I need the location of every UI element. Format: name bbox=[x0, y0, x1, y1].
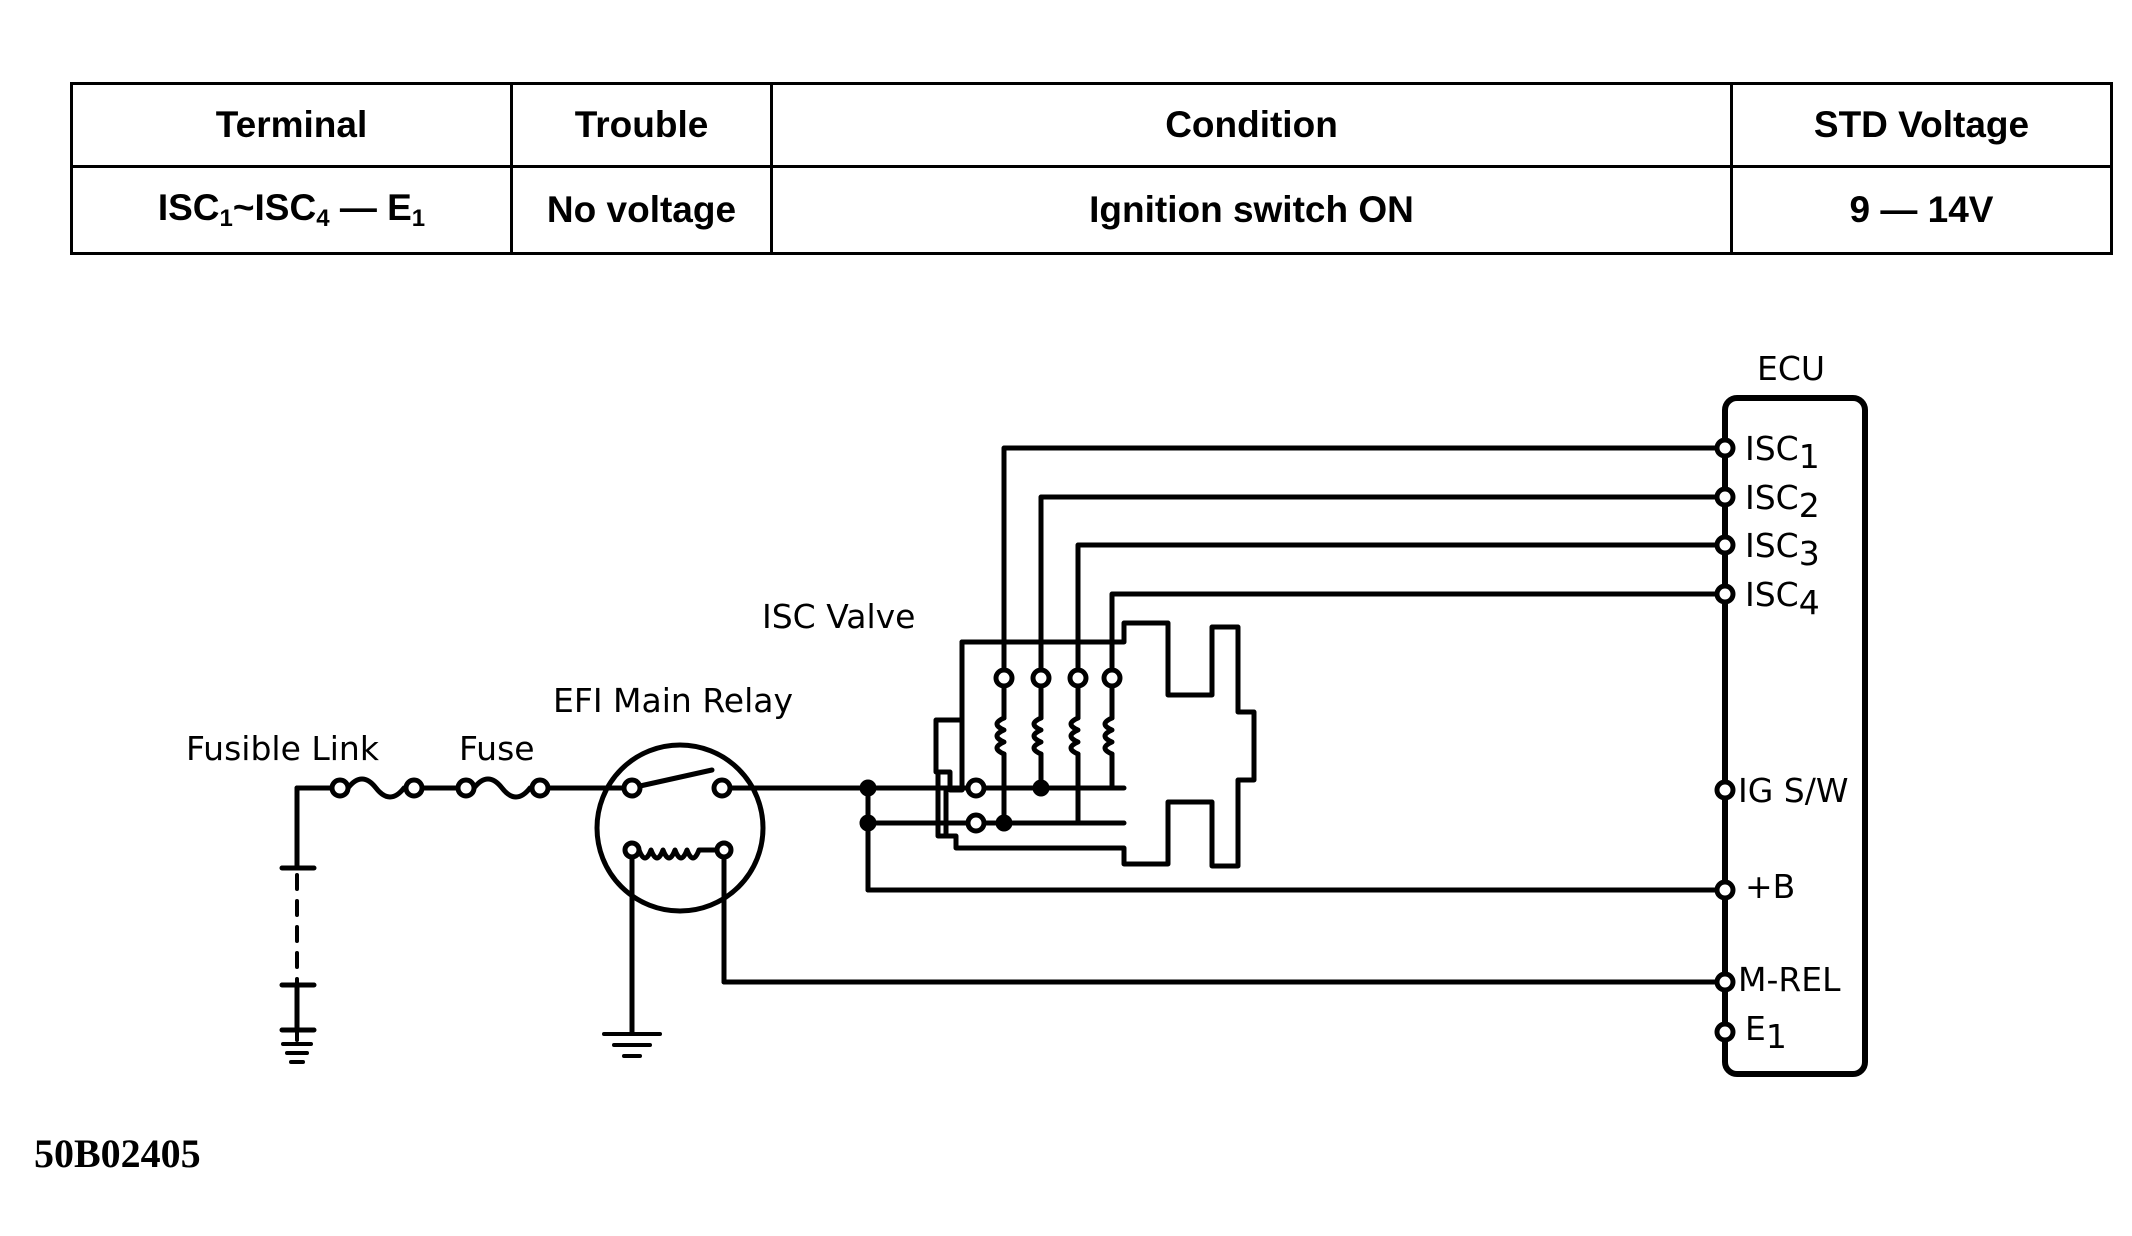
label-fusible-link: Fusible Link bbox=[186, 729, 380, 768]
isc-signal-wires bbox=[1001, 445, 1725, 673]
header-trouble: Trouble bbox=[510, 82, 773, 168]
ecu-box bbox=[1722, 395, 1868, 1077]
cell-terminal: ISC1~ISC4 — E1 bbox=[70, 165, 513, 255]
terminal-end: ISC bbox=[254, 187, 317, 228]
ecu-terminal-isc4: ISC4 bbox=[1745, 575, 1820, 622]
isc-valve bbox=[933, 620, 1257, 869]
table-header-row: Terminal Trouble Condition STD Voltage bbox=[70, 82, 2113, 168]
terminal-ground-sub: 1 bbox=[411, 205, 426, 232]
label-efi-main-relay: EFI Main Relay bbox=[553, 681, 793, 720]
terminal-start-sub: 1 bbox=[219, 205, 233, 232]
isc-coil-1 bbox=[993, 667, 1015, 826]
cell-std-voltage: 9 — 14V bbox=[1730, 165, 2113, 255]
isc-coil-4 bbox=[1101, 667, 1123, 791]
ecu-terminal-isc2: ISC2 bbox=[1745, 478, 1820, 525]
isc-coil-2 bbox=[1030, 667, 1052, 791]
ecu-terminal-plus-b: +B bbox=[1745, 867, 1795, 906]
table-row: ISC1~ISC4 — E1 No voltage Ignition switc… bbox=[70, 165, 2113, 255]
ecu-terminal-isc3: ISC3 bbox=[1745, 526, 1820, 573]
label-isc-valve: ISC Valve bbox=[762, 597, 915, 636]
label-ecu: ECU bbox=[1757, 349, 1825, 388]
figure-code: 50B02405 bbox=[34, 1131, 201, 1176]
battery-symbol bbox=[279, 785, 317, 1033]
battery-ground-icon bbox=[281, 1028, 313, 1064]
isc-coil-3 bbox=[1067, 667, 1089, 826]
cell-condition: Ignition switch ON bbox=[770, 165, 1733, 255]
relay-ground-icon bbox=[602, 1032, 662, 1058]
ecu-terminal-isc1: ISC1 bbox=[1745, 429, 1820, 476]
efi-main-relay bbox=[594, 742, 766, 1035]
terminal-ground: E bbox=[387, 187, 412, 228]
header-condition: Condition bbox=[770, 82, 1733, 168]
terminal-dash: — bbox=[329, 187, 388, 228]
terminal-range-sep: ~ bbox=[232, 187, 255, 228]
ecu-terminal-e1: E1 bbox=[1745, 1009, 1787, 1056]
header-std-voltage: STD Voltage bbox=[1730, 82, 2113, 168]
ecu-terminal-pins bbox=[1714, 437, 1736, 1043]
terminal-end-sub: 4 bbox=[316, 205, 330, 232]
terminal-start: ISC bbox=[157, 187, 220, 228]
label-fuse: Fuse bbox=[459, 729, 535, 768]
header-terminal: Terminal bbox=[70, 82, 513, 168]
spec-table: Terminal Trouble Condition STD Voltage I… bbox=[70, 82, 2113, 255]
ecu-terminal-ig-sw: IG S/W bbox=[1738, 771, 1849, 810]
ecu-terminal-m-rel: M-REL bbox=[1738, 960, 1841, 999]
fuse-symbol bbox=[455, 776, 551, 800]
cell-trouble: No voltage bbox=[510, 165, 773, 255]
fusible-link-symbol bbox=[329, 776, 425, 800]
